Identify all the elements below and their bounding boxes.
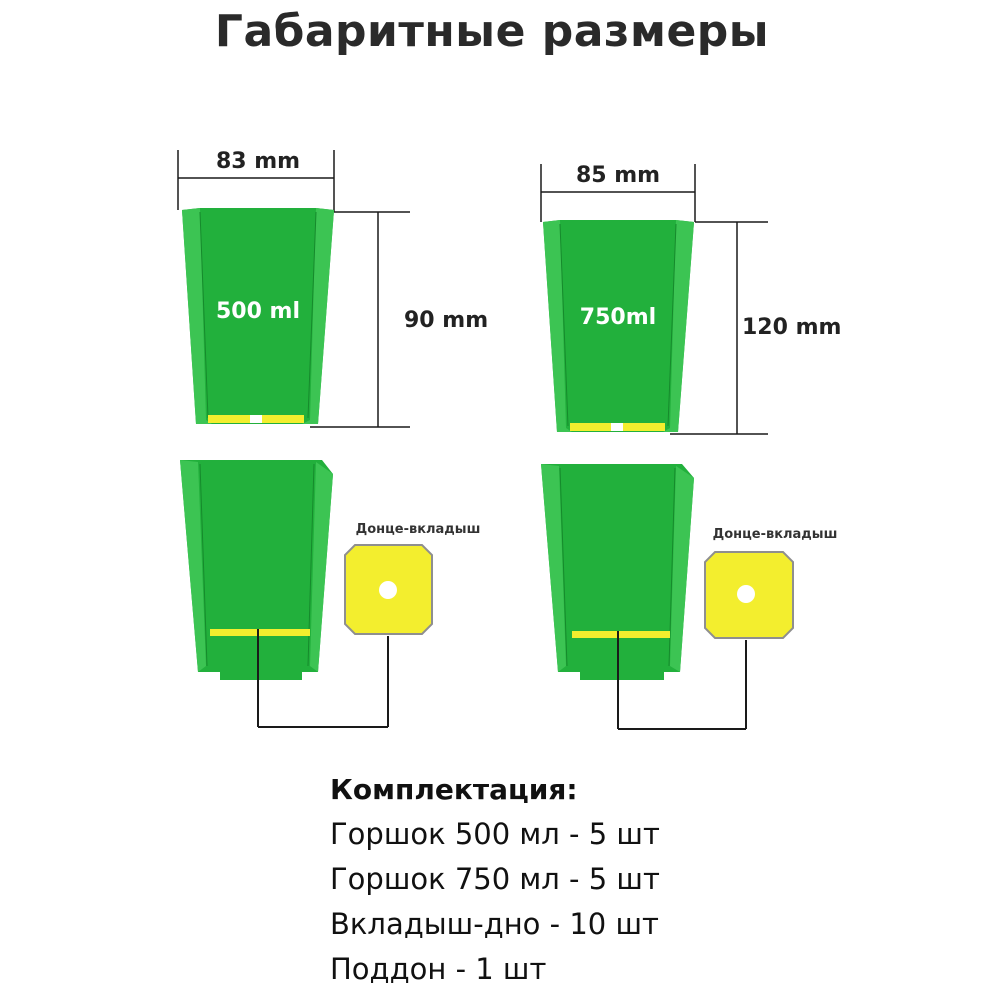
kit-item-insert: Вкладыш-дно - 10 шт: [330, 907, 659, 941]
pot-large-body-left-facet: [543, 220, 572, 432]
kit-item-pot-750: Горшок 750 мл - 5 шт: [330, 862, 660, 896]
page-title: Габаритные размеры: [214, 6, 770, 57]
kit-list: Горшок 500 мл - 5 шт Горшок 750 мл - 5 ш…: [330, 812, 930, 992]
pot-small-body-lower: [180, 460, 333, 680]
kit-item-pot-500: Горшок 500 мл - 5 шт: [330, 817, 660, 851]
pot-small-body-right-facet: [302, 208, 334, 424]
pot-large-lower-insert-strip: [572, 631, 670, 638]
pot-large-insert-label: Донце-вкладыш: [713, 527, 838, 542]
pot-small-rib-left: [199, 211, 209, 419]
pot-large-height-label: 120 mm: [742, 315, 841, 340]
pot-large-body-lower: [541, 464, 694, 680]
pot-large-dimensioned: 85 mm 120 mm 750ml: [540, 163, 841, 435]
pot-small-lower-insert-strip: [210, 629, 310, 636]
pot-small-height-label: 90 mm: [404, 308, 488, 333]
pot-small-bottom-insert-hole: [379, 581, 397, 599]
pot-small-lower-rib-left: [199, 463, 208, 667]
pot-small-body: [182, 208, 334, 424]
pot-small-rib-right: [307, 211, 317, 419]
pot-large-rib-right: [667, 223, 677, 427]
pot-large-lower-left-facet: [541, 464, 566, 672]
pot-large-body-right-facet: [663, 220, 694, 432]
kit-title: Комплектация:: [330, 773, 578, 806]
pot-large-width-label: 85 mm: [576, 163, 660, 188]
pot-large-body: [543, 220, 694, 432]
pot-large-volume-label: 750ml: [580, 305, 656, 330]
pot-small-insert-hole: [250, 415, 262, 423]
pot-large-bottom-insert-hole: [737, 585, 755, 603]
pot-small-lower-left-facet: [180, 460, 206, 672]
pot-large-lower-right-facet: [670, 466, 694, 672]
pot-large-rib-left: [559, 223, 569, 427]
pot-small-width-label: 83 mm: [216, 149, 300, 174]
pot-small-volume-label: 500 ml: [216, 299, 300, 324]
kit-item-tray: Поддон - 1 шт: [330, 952, 547, 986]
pot-small-insert-view: Донце-вкладыш: [180, 460, 481, 728]
pot-small-body-left-facet: [182, 208, 212, 424]
pot-large-insert-hole: [611, 423, 623, 431]
pot-large-insert-view: Донце-вкладыш: [541, 464, 838, 730]
pot-small-lower-right-facet: [310, 462, 333, 672]
kit-contents: Комплектация: Горшок 500 мл - 5 шт Горшо…: [330, 768, 930, 992]
pot-small-dimensioned: 83 mm 90 mm 500 ml: [177, 149, 488, 428]
pot-small-insert-label: Донце-вкладыш: [356, 522, 481, 537]
pot-large-lower-rib-left: [559, 467, 568, 667]
